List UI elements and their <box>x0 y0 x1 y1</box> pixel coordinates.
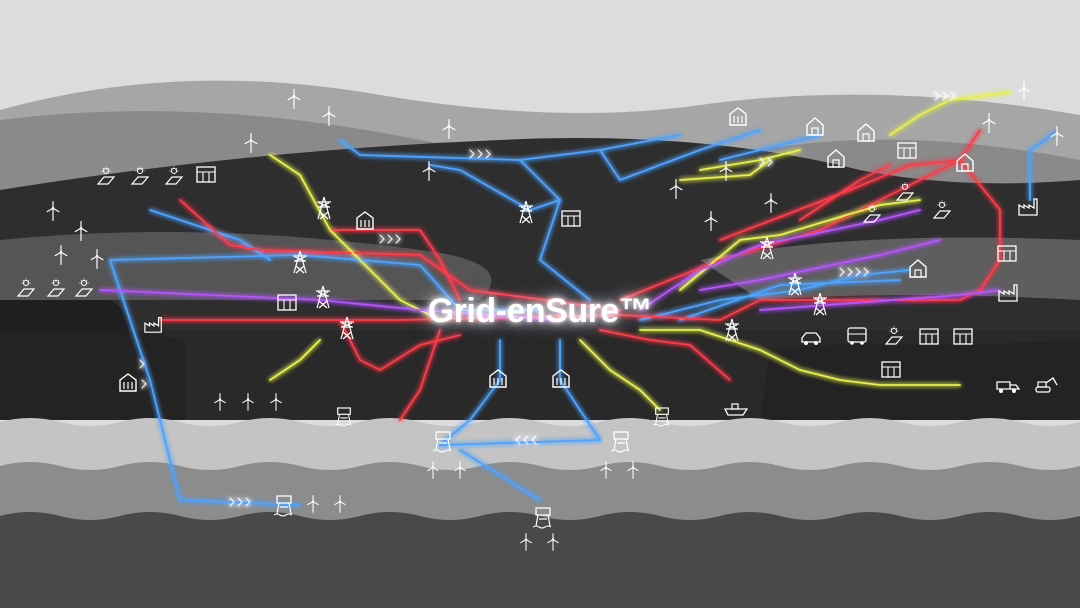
sea-band-2 <box>0 462 1080 520</box>
grid-lines <box>99 91 1056 507</box>
sea-band-1 <box>0 418 1080 470</box>
shore-shadow <box>0 330 1080 420</box>
diagram-title: Grid-enSure™ <box>427 292 653 330</box>
sea-band-3 <box>0 512 1080 608</box>
flow-arrows <box>139 91 956 507</box>
yellow-lines <box>269 91 1011 411</box>
light-ridge <box>0 232 492 300</box>
blue-lines <box>109 129 1056 506</box>
purple-lines <box>99 209 1001 321</box>
